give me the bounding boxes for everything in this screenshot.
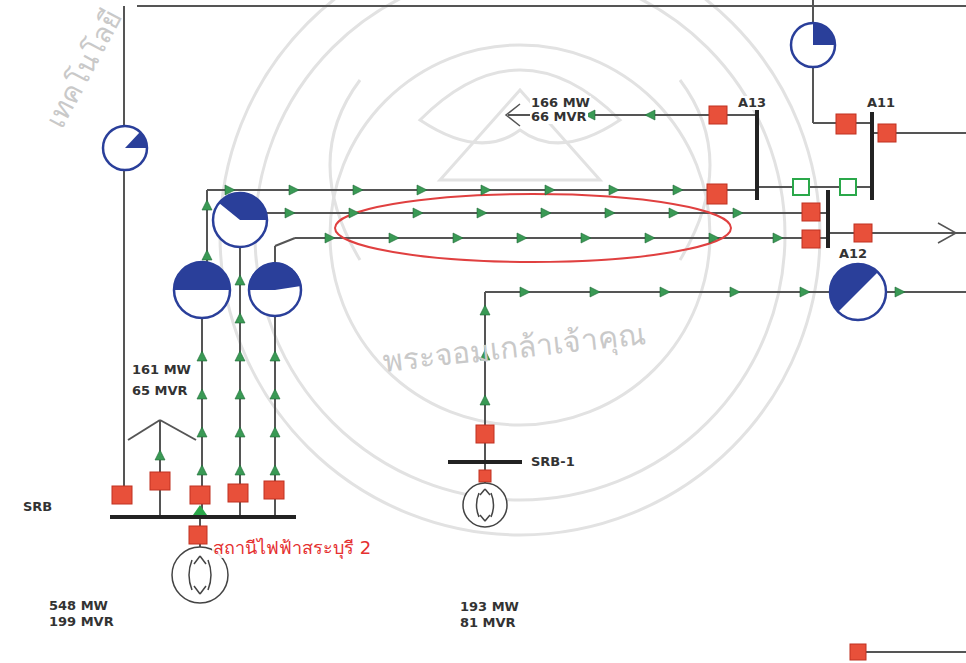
reactive-value: 199 MVR [48,615,115,629]
open-switches [793,179,856,195]
flow-triangle [202,200,212,210]
flow-triangle [235,389,245,399]
flow-arrowheads [506,104,956,243]
flow-triangle [480,395,490,405]
bus-name: A13 [737,96,767,110]
reactive-value: 65 MVR [131,384,189,398]
power-value: 193 MW [459,600,520,614]
flow-triangle [453,233,463,243]
source-symbols [172,483,507,603]
flow-triangle [197,389,207,399]
flow-triangle [197,427,207,437]
flow-triangle [235,427,245,437]
flow-triangle [673,185,683,195]
flow-triangle [325,233,335,243]
flow-triangle [235,465,245,475]
flow-triangle [480,305,490,315]
flow-triangle [353,185,363,195]
flow-triangle [800,287,810,297]
flow-triangle [581,233,591,243]
flow-arrowhead [193,505,207,515]
flow-triangle [155,450,165,460]
flow-triangle [541,208,551,218]
wires [124,0,966,652]
flow-triangle [669,208,679,218]
flow-triangle [285,208,295,218]
flow-triangle [520,287,530,297]
flow-triangle [270,465,280,475]
reactive-value: 81 MVR [459,616,517,630]
bus-name: A11 [866,96,896,110]
flow-triangle [733,208,743,218]
flow-triangle [349,208,359,218]
flow-triangle [289,185,299,195]
flow-triangle [895,287,905,297]
power-value: 161 MW [131,363,192,377]
watermark-text: เทคโนโลยี [40,4,129,134]
flow-triangle [709,233,719,243]
flow-triangle [225,185,235,195]
watermark-text: พระจอมเกล้าเจ้าคุณ [380,317,648,378]
flow-triangle [645,110,655,120]
flow-triangle [645,233,655,243]
loading-pies [103,23,886,320]
flow-triangle [413,208,423,218]
flow-triangle [235,351,245,361]
bus-bars [110,105,872,517]
flow-triangle [517,233,527,243]
power-value: 166 MW [530,96,591,110]
flow-triangle [477,208,487,218]
bus-name: SRB [22,500,53,514]
flow-triangle [660,287,670,297]
flow-triangle [270,427,280,437]
flow-triangles [155,110,905,475]
flow-triangle [605,208,615,218]
reactive-value: 66 MVR [530,110,588,124]
highlight-ellipse [335,194,731,262]
flow-triangle [590,287,600,297]
flow-triangle [270,389,280,399]
flow-triangle [773,233,783,243]
flow-triangle [389,233,399,243]
flow-triangle [197,465,207,475]
power-value: 548 MW [48,599,109,613]
bus-name: SRB-1 [530,455,576,469]
flow-triangle [202,250,212,260]
flow-triangle [545,185,555,195]
flow-triangle [235,313,245,323]
flow-triangle [730,287,740,297]
flow-triangle [417,185,427,195]
flow-triangle [481,185,491,195]
flow-triangle [609,185,619,195]
flow-triangle [197,351,207,361]
station-name: สถานีไฟฟ้าสระบุรี 2 [212,538,372,558]
bus-name: A12 [838,247,868,261]
flow-triangle [270,351,280,361]
breakers [112,106,896,660]
flow-triangle [235,275,245,285]
watermark-seal [220,0,820,535]
